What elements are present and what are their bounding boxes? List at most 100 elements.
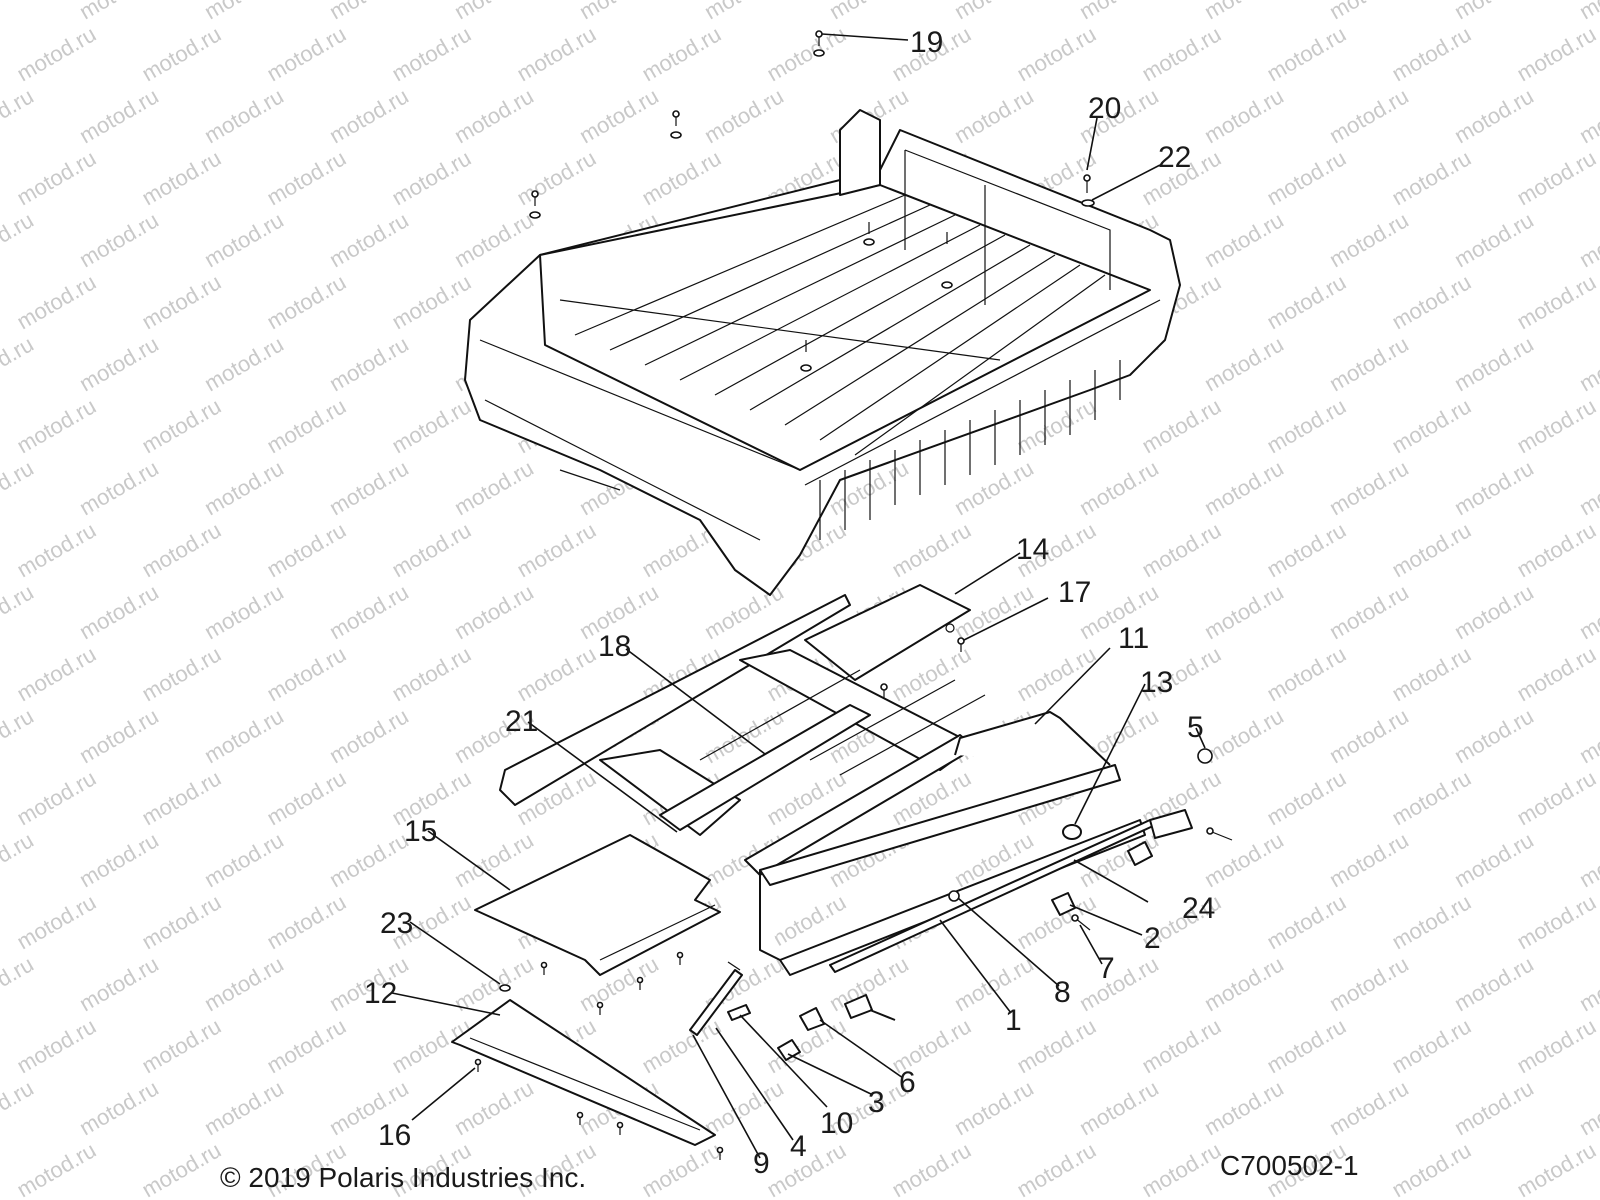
watermark-text: motod.ru — [138, 269, 226, 334]
watermark-text: motod.ru — [1513, 517, 1600, 582]
bolt-frame-a — [880, 683, 888, 698]
watermark-text: motod.ru — [1388, 1137, 1476, 1200]
watermark-text: motod.ru — [1263, 765, 1351, 830]
watermark-text: motod.ru — [1575, 1075, 1600, 1140]
callout-24: 24 — [1182, 892, 1215, 925]
watermark-text: motod.ru — [450, 579, 538, 644]
watermark-text: motod.ru — [325, 703, 413, 768]
watermark-text: motod.ru — [263, 517, 351, 582]
callout-3: 3 — [868, 1086, 885, 1119]
bolt-top-a — [670, 110, 682, 139]
watermark-text: motod.ru — [888, 517, 976, 582]
watermark-text: motod.ru — [138, 517, 226, 582]
watermark-text: motod.ru — [1325, 1075, 1413, 1140]
watermark-text: motod.ru — [1513, 393, 1600, 458]
bolt-bed-a — [863, 222, 875, 246]
watermark-text: motod.ru — [1513, 1013, 1600, 1078]
watermark-text: motod.ru — [575, 0, 663, 24]
watermark-text: motod.ru — [513, 517, 601, 582]
watermark-text: motod.ru — [13, 145, 101, 210]
watermark-text: motod.ru — [0, 827, 38, 892]
callout-4: 4 — [790, 1130, 807, 1163]
diagram-code: C700502-1 — [1220, 1150, 1359, 1181]
watermark-text: motod.ru — [388, 393, 476, 458]
clip-6 — [799, 1007, 825, 1031]
callout-1: 1 — [1005, 1004, 1022, 1037]
bolt-frame-b — [727, 961, 741, 971]
watermark-text: motod.ru — [1450, 1075, 1538, 1140]
watermark-text: motod.ru — [263, 21, 351, 86]
nut-5 — [1197, 748, 1213, 764]
watermark-text: motod.ru — [1013, 1137, 1101, 1200]
watermark-text: motod.ru — [1450, 951, 1538, 1016]
watermark-text: motod.ru — [200, 827, 288, 892]
callout-14: 14 — [1016, 533, 1049, 566]
watermark-text: motod.ru — [1075, 455, 1163, 520]
watermark-text: motod.ru — [75, 579, 163, 644]
cargo-box — [464, 109, 1181, 596]
rod-1 — [829, 809, 1193, 973]
watermark-text: motod.ru — [1263, 393, 1351, 458]
watermark-text: motod.ru — [1575, 331, 1600, 396]
watermark-text: motod.ru — [138, 393, 226, 458]
watermark-text: motod.ru — [263, 393, 351, 458]
bolt-19 — [813, 30, 825, 57]
watermark-text: motod.ru — [1325, 83, 1413, 148]
watermark-text: motod.ru — [0, 83, 38, 148]
watermark-text: motod.ru — [263, 889, 351, 954]
watermark-text: motod.ru — [1200, 0, 1288, 24]
watermark-text: motod.ru — [325, 83, 413, 148]
watermark-text: motod.ru — [450, 0, 538, 24]
watermark-text: motod.ru — [138, 21, 226, 86]
watermark-text: motod.ru — [1138, 393, 1226, 458]
watermark-text: motod.ru — [325, 455, 413, 520]
panel-14 — [804, 584, 971, 681]
watermark-text: motod.ru — [263, 269, 351, 334]
watermark-text: motod.ru — [388, 517, 476, 582]
watermark-text: motod.ru — [138, 1013, 226, 1078]
watermark-text: motod.ru — [1513, 21, 1600, 86]
callout-16: 16 — [378, 1119, 411, 1152]
watermark-text: motod.ru — [1575, 579, 1600, 644]
watermark-text: motod.ru — [1575, 703, 1600, 768]
watermark-text: motod.ru — [75, 1075, 163, 1140]
watermark-text: motod.ru — [1450, 331, 1538, 396]
watermark-text: motod.ru — [1325, 827, 1413, 892]
watermark-text: motod.ru — [0, 1075, 38, 1140]
watermark-text: motod.ru — [1450, 0, 1538, 24]
watermark-text: motod.ru — [1513, 889, 1600, 954]
bolt-bed-b — [941, 232, 953, 289]
watermark-text: motod.ru — [950, 83, 1038, 148]
watermark-text: motod.ru — [388, 145, 476, 210]
watermark-text: motod.ru — [1263, 269, 1351, 334]
watermark-text: motod.ru — [1388, 393, 1476, 458]
watermark-text: motod.ru — [638, 1137, 726, 1200]
watermark-text: motod.ru — [1075, 951, 1163, 1016]
callout-17: 17 — [1058, 576, 1091, 609]
watermark-text: motod.ru — [75, 951, 163, 1016]
callout-19: 19 — [910, 26, 943, 59]
watermark-text: motod.ru — [450, 455, 538, 520]
watermark-text: motod.ru — [138, 1137, 226, 1200]
watermark-text: motod.ru — [263, 765, 351, 830]
watermark-text: motod.ru — [13, 1137, 101, 1200]
watermark-text: motod.ru — [1138, 1137, 1226, 1200]
bolt-top-b — [529, 190, 541, 219]
watermark-text: motod.ru — [1513, 641, 1600, 706]
watermark-text: motod.ru — [200, 0, 288, 24]
watermark-text: motod.ru — [888, 1137, 976, 1200]
copyright-text: © 2019 Polaris Industries Inc. — [220, 1162, 586, 1193]
small-parts — [689, 748, 1233, 1061]
watermark-text: motod.ru — [388, 21, 476, 86]
watermark-text: motod.ru — [450, 207, 538, 272]
watermark-text: motod.ru — [950, 0, 1038, 24]
watermark-text: motod.ru — [450, 951, 538, 1016]
watermark-text: motod.ru — [1200, 703, 1288, 768]
watermark-text: motod.ru — [0, 455, 38, 520]
watermark-text: motod.ru — [513, 641, 601, 706]
watermark-text: motod.ru — [200, 83, 288, 148]
watermark-text: motod.ru — [200, 703, 288, 768]
watermark-text: motod.ru — [700, 83, 788, 148]
pin-10 — [727, 1004, 751, 1021]
watermark-text: motod.ru — [1263, 889, 1351, 954]
